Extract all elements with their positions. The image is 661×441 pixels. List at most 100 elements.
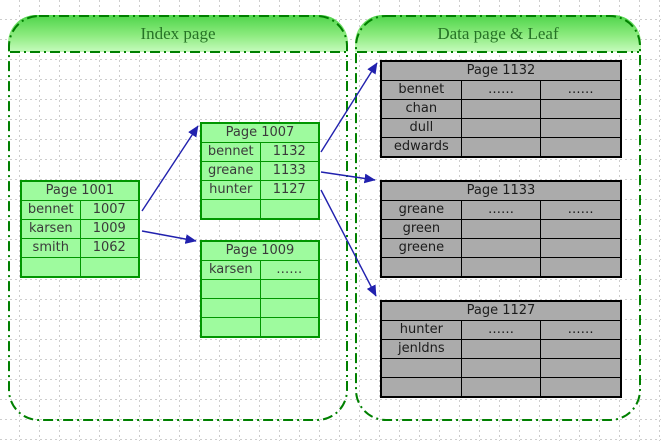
table-row: greane………… xyxy=(382,201,620,220)
table-cell: hunter xyxy=(202,181,261,199)
table-cell: greane xyxy=(382,201,462,219)
table-row: green xyxy=(382,220,620,239)
table-cell: …… xyxy=(567,82,594,97)
table-cell: 1009 xyxy=(92,221,126,236)
table-cell xyxy=(541,239,620,257)
table-cell xyxy=(382,378,462,396)
table-cell: 1007 xyxy=(92,202,126,217)
table-row: dull xyxy=(382,119,620,138)
table-cell: hunter xyxy=(382,321,462,339)
table-row xyxy=(202,280,318,299)
table-cell xyxy=(462,100,542,118)
table-cell xyxy=(261,318,319,336)
table-row: greane 1133 xyxy=(202,162,318,181)
table-cell xyxy=(462,359,542,377)
table-cell: 1132 xyxy=(272,144,306,159)
table-cell xyxy=(462,239,542,257)
table-cell: …… xyxy=(567,202,594,217)
table-cell: …… xyxy=(276,262,303,277)
table-cell xyxy=(462,378,542,396)
table-cell xyxy=(462,138,542,156)
table-cell: dull xyxy=(382,119,462,137)
table-row: karsen 1009 xyxy=(22,220,138,239)
table-cell: 1062 xyxy=(92,240,126,255)
data-page-group-label: Data page & Leaf xyxy=(437,23,559,43)
table-cell: karsen xyxy=(202,261,261,279)
table-cell xyxy=(261,200,319,218)
table-cell xyxy=(541,359,620,377)
table-cell: jenldns xyxy=(382,340,462,358)
table-cell: edwards xyxy=(382,138,462,156)
table-cell: chan xyxy=(382,100,462,118)
table-title: Page 1007 xyxy=(202,124,318,143)
table-cell xyxy=(202,200,261,218)
table-title: Page 1001 xyxy=(22,182,138,201)
table-cell xyxy=(261,280,319,298)
table-cell: …… xyxy=(462,321,542,339)
table-cell xyxy=(541,138,620,156)
table-row: edwards xyxy=(382,138,620,156)
table-cell: bennet xyxy=(202,143,261,161)
table-row: smith 1062 xyxy=(22,239,138,258)
table-cell xyxy=(462,119,542,137)
table-row: hunter 1127 xyxy=(202,181,318,200)
table-cell: green xyxy=(382,220,462,238)
table-cell: greane xyxy=(202,162,261,180)
table-cell xyxy=(202,299,261,317)
index-page-group-label: Index page xyxy=(140,23,216,43)
table-cell xyxy=(462,258,542,276)
table-row xyxy=(202,200,318,218)
table-row xyxy=(382,359,620,378)
table-title: Page 1132 xyxy=(382,62,620,81)
table-row xyxy=(382,378,620,396)
table-cell xyxy=(541,340,620,358)
table-row: greene xyxy=(382,239,620,258)
table-cell: …… xyxy=(462,81,542,99)
table-title: Page 1133 xyxy=(382,182,620,201)
table-title: Page 1009 xyxy=(202,242,318,261)
table-cell xyxy=(462,220,542,238)
table-cell xyxy=(541,100,620,118)
table-row xyxy=(202,299,318,318)
table-cell: bennet xyxy=(22,201,81,219)
table-cell xyxy=(541,220,620,238)
table-row: hunter………… xyxy=(382,321,620,340)
table-cell: bennet xyxy=(382,81,462,99)
table-row xyxy=(22,258,138,276)
table-cell xyxy=(541,378,620,396)
data-page-group-header: Data page & Leaf xyxy=(355,15,641,52)
table-row: karsen …… xyxy=(202,261,318,280)
table-cell xyxy=(541,119,620,137)
table-cell xyxy=(81,258,139,276)
table-cell: greene xyxy=(382,239,462,257)
table-cell xyxy=(202,318,261,336)
table-row: bennet………… xyxy=(382,81,620,100)
table-cell xyxy=(382,258,462,276)
table-cell: 1127 xyxy=(272,182,306,197)
table-cell: …… xyxy=(567,322,594,337)
table-cell: …… xyxy=(462,201,542,219)
table-cell xyxy=(382,359,462,377)
table-row xyxy=(202,318,318,336)
table-row: bennet 1132 xyxy=(202,143,318,162)
table-cell xyxy=(541,258,620,276)
table-cell: smith xyxy=(22,239,81,257)
table-row: bennet 1007 xyxy=(22,201,138,220)
table-cell: karsen xyxy=(22,220,81,238)
index-page-group-header: Index page xyxy=(8,15,348,52)
table-row: chan xyxy=(382,100,620,119)
table-cell: 1133 xyxy=(272,163,306,178)
table-row xyxy=(382,258,620,276)
table-title: Page 1127 xyxy=(382,302,620,321)
table-cell xyxy=(22,258,81,276)
table-cell xyxy=(202,280,261,298)
table-row: jenldns xyxy=(382,340,620,359)
table-cell xyxy=(462,340,542,358)
